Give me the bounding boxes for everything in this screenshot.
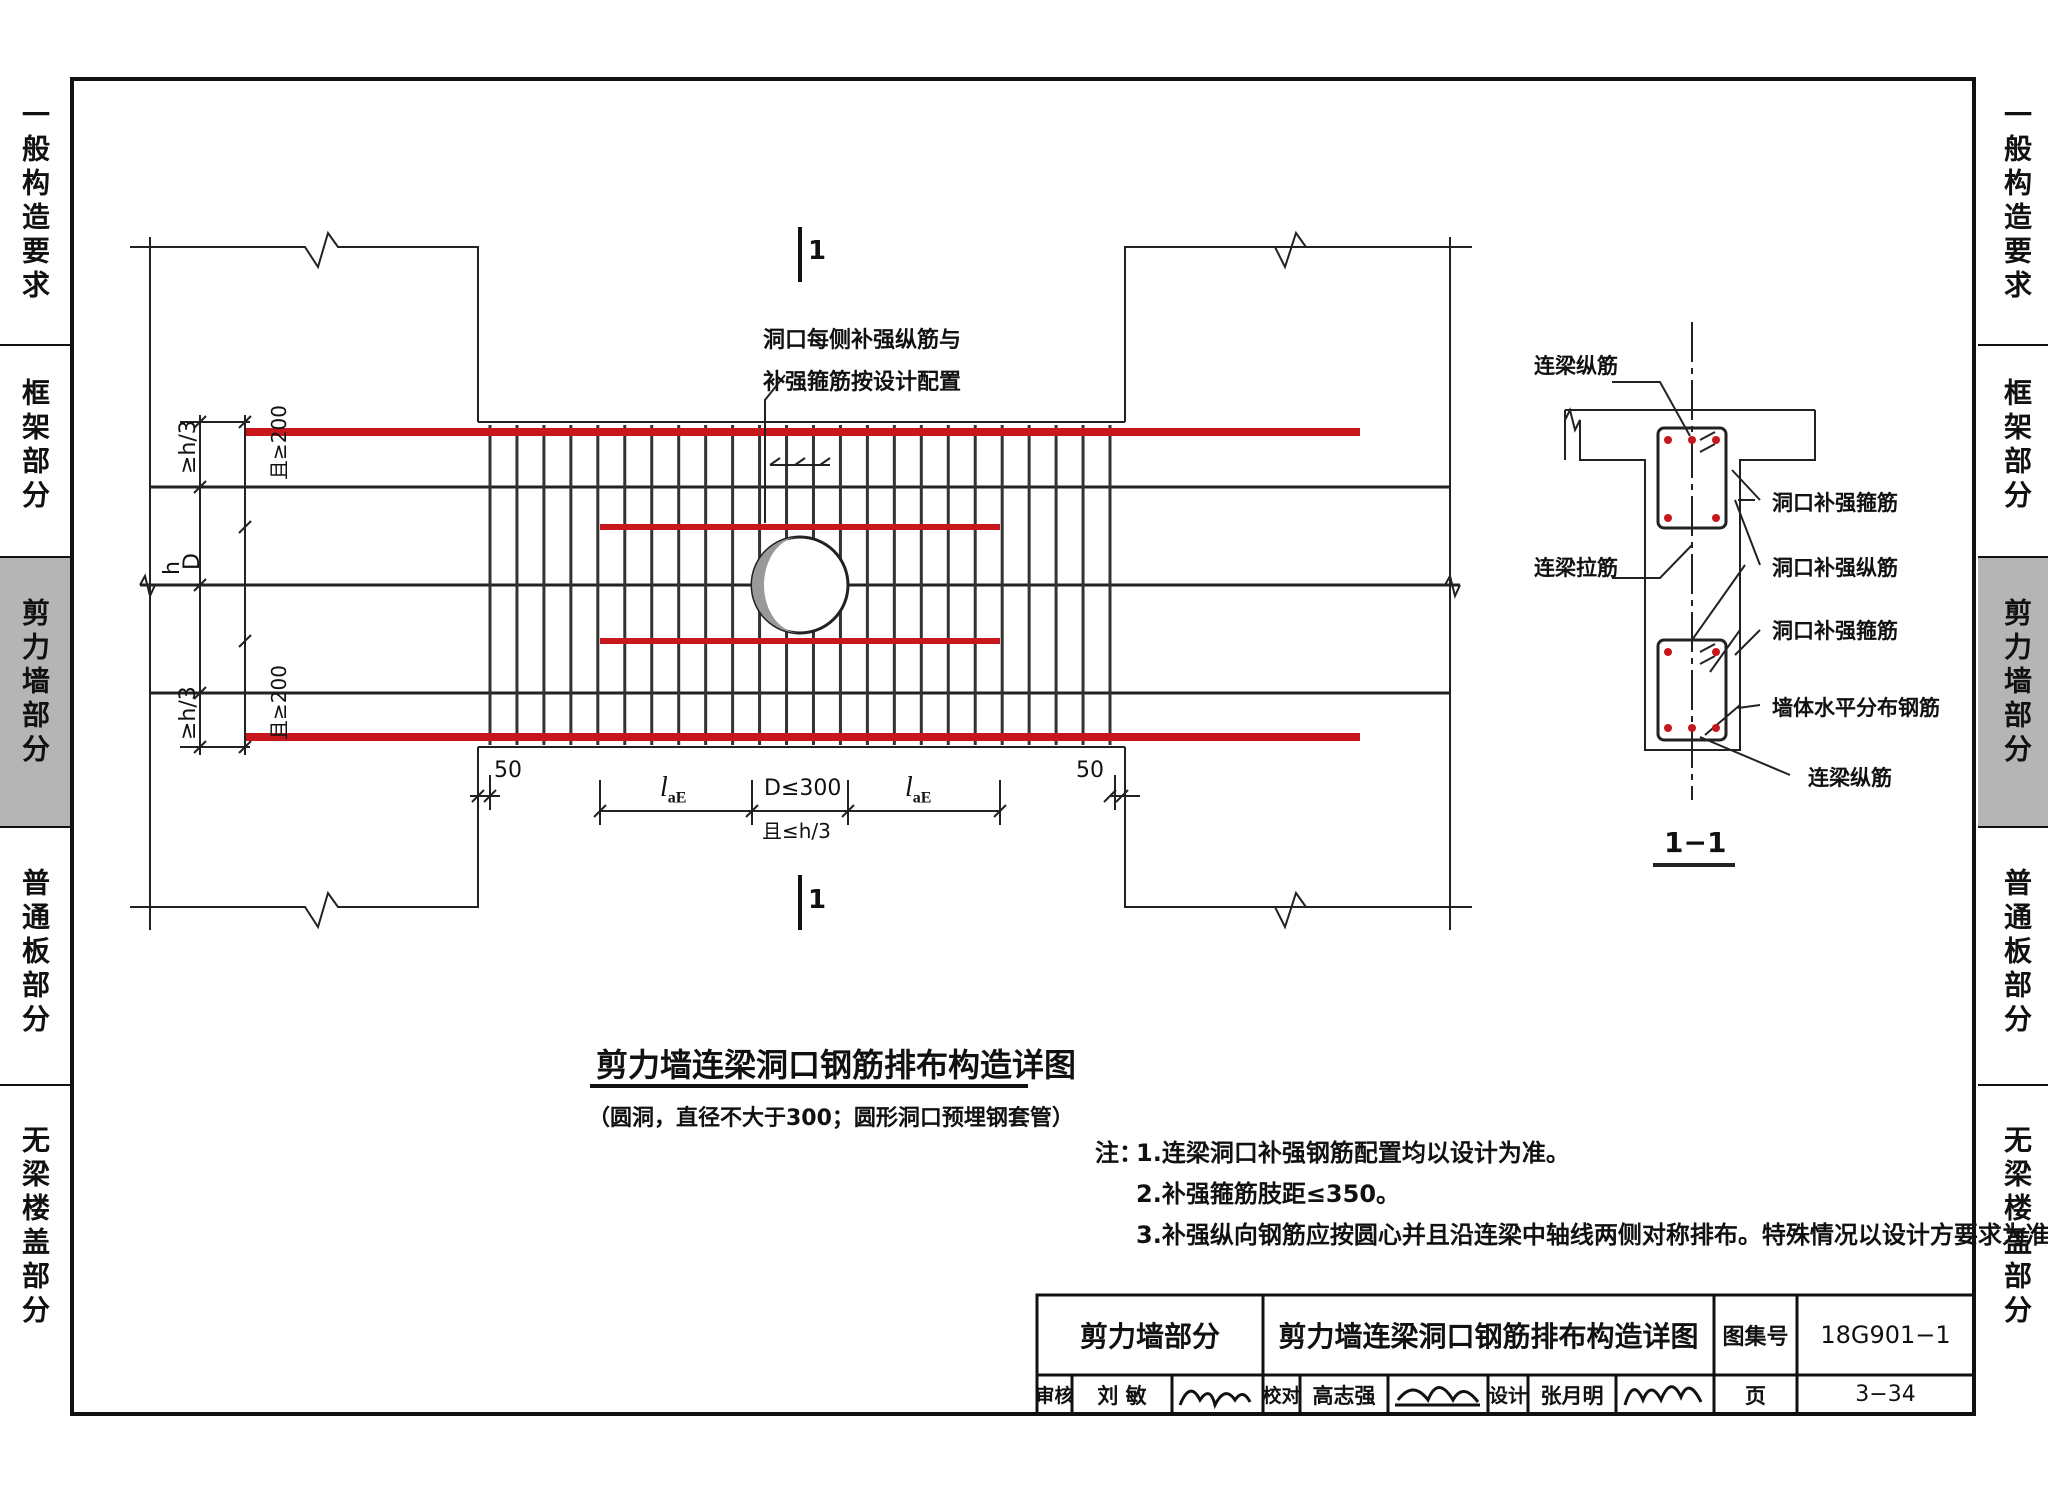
- tb-page-label: 页: [1745, 1383, 1766, 1408]
- dim-50-left: 50: [494, 758, 522, 783]
- vertical-dimensions: [180, 415, 252, 755]
- left-tab-frame[interactable]: 框架部分: [18, 378, 51, 514]
- tb-check-label: 校对: [1262, 1385, 1301, 1407]
- reviewer-signature: [1178, 1389, 1252, 1410]
- section-title: 1−1: [1664, 826, 1727, 859]
- title-block-grid: [1035, 1293, 1976, 1416]
- sec-label-stirrup-1: 洞口补强箍筋: [1772, 491, 1898, 515]
- section-mark-top: 1: [808, 236, 827, 266]
- tb-designer: 张月明: [1540, 1383, 1604, 1408]
- dim-h3-top: ≥h/3: [176, 420, 201, 474]
- section-mark-bottom: 1: [808, 885, 827, 915]
- dim-50-right: 50: [1076, 758, 1104, 783]
- sec-label-stirrup-2: 洞口补强箍筋: [1772, 619, 1898, 643]
- left-tab-shearwall[interactable]: 剪力墙部分: [18, 598, 51, 768]
- outer-frame: [70, 77, 1976, 1416]
- tb-part: 剪力墙部分: [1079, 1320, 1220, 1353]
- sec-label-wall-horizontal: 墙体水平分布钢筋: [1772, 696, 1940, 720]
- callout-line-1: 洞口每侧补强纵筋与: [763, 328, 962, 353]
- dim-h: h: [160, 561, 185, 575]
- notes-prefix: 注：: [1095, 1139, 1143, 1167]
- right-tab-general[interactable]: 一般构造要求: [2000, 100, 2033, 304]
- sec-label-beam-long-top: 连梁纵筋: [1534, 354, 1618, 378]
- designer-signature: [1623, 1385, 1703, 1406]
- tb-atlas-label: 图集号: [1722, 1325, 1789, 1350]
- section-rebar-dots: [1664, 436, 1720, 732]
- left-tab-slab[interactable]: 普通板部分: [18, 868, 51, 1038]
- dim-200-top: 且≥200: [267, 405, 291, 480]
- dim-lae-left: laE: [660, 772, 687, 807]
- tb-title: 剪力墙连梁洞口钢筋排布构造详图: [1278, 1320, 1699, 1353]
- section-1-1: [1564, 322, 1816, 867]
- tb-design-label: 设计: [1488, 1385, 1527, 1407]
- sec-label-beam-long-bottom: 连梁纵筋: [1808, 766, 1892, 790]
- note-1: 1.连梁洞口补强钢筋配置均以设计为准。: [1136, 1139, 1570, 1167]
- right-tab-flatslab[interactable]: 无梁楼盖部分: [2000, 1125, 2033, 1329]
- tb-review-label: 审核: [1035, 1385, 1074, 1407]
- tb-reviewer: 刘 敏: [1097, 1383, 1147, 1408]
- dim-D300: D≤300: [764, 776, 842, 801]
- drawing-title: 剪力墙连梁洞口钢筋排布构造详图: [596, 1046, 1077, 1084]
- left-tab-flatslab[interactable]: 无梁楼盖部分: [18, 1125, 51, 1329]
- dim-h3-under: 且≤h/3: [762, 819, 831, 843]
- sec-label-tie: 连梁拉筋: [1534, 556, 1618, 580]
- drawing-subtitle: （圆洞，直径不大于300；圆形洞口预埋钢套管）: [588, 1106, 1074, 1131]
- right-tab-slab[interactable]: 普通板部分: [2000, 868, 2033, 1038]
- signature-scribbles: [1178, 1385, 1703, 1410]
- wall-outline: [130, 230, 1472, 930]
- circular-opening: [750, 535, 850, 635]
- dim-200-bottom: 且≥200: [267, 665, 291, 740]
- right-active-tab-bg: [1978, 557, 2048, 827]
- tb-checker: 高志强: [1312, 1383, 1376, 1408]
- left-active-tab-bg: [0, 557, 70, 827]
- checker-signature: [1395, 1386, 1480, 1407]
- callout-line-2: 补强箍筋按设计配置: [763, 370, 962, 395]
- note-2: 2.补强箍筋肢距≤350。: [1136, 1180, 1401, 1208]
- horizontal-dimensions: [470, 775, 1140, 825]
- dim-h3-bottom: ≥h/3: [176, 686, 201, 740]
- sec-label-opening-long: 洞口补强纵筋: [1772, 556, 1898, 580]
- callout-leader: [764, 374, 831, 523]
- tb-atlas-no: 18G901−1: [1820, 1321, 1951, 1349]
- right-tab-frame[interactable]: 框架部分: [2000, 378, 2033, 514]
- left-tab-general[interactable]: 一般构造要求: [18, 100, 51, 304]
- dim-lae-right: laE: [905, 772, 932, 807]
- stirrups: [488, 425, 1112, 745]
- tab-separators: [0, 344, 2048, 1086]
- red-rebars: [245, 428, 1360, 741]
- tb-page-no: 3−34: [1855, 1382, 1916, 1407]
- note-3: 3.补强纵向钢筋应按圆心并且沿连梁中轴线两侧对称排布。特殊情况以设计方要求为准。: [1136, 1221, 2048, 1249]
- right-tab-shearwall[interactable]: 剪力墙部分: [2000, 598, 2033, 768]
